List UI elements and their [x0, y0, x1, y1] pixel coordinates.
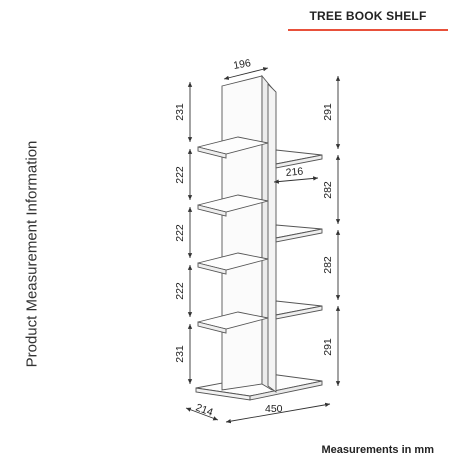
dimension-lines	[185, 67, 341, 424]
base-side	[249, 380, 323, 401]
dim-left-height: 231	[174, 345, 186, 363]
divider-face	[267, 82, 277, 393]
dim-base-width: 450	[265, 403, 283, 415]
dim-right-height: 291	[322, 338, 334, 356]
dim-shelf-width: 216	[285, 165, 304, 178]
dim-right-height: 282	[322, 181, 334, 199]
dim-left-height: 222	[174, 282, 186, 300]
measurement-unit-note: Measurements in mm	[321, 444, 434, 456]
dim-base-depth: 214	[194, 402, 215, 419]
title-underline	[288, 29, 448, 31]
dim-left-height: 231	[174, 103, 186, 121]
dim-left-height: 222	[174, 224, 186, 242]
dim-left-height: 222	[174, 166, 186, 184]
dim-right-height: 291	[322, 103, 334, 121]
back-panel	[221, 75, 263, 391]
bookshelf-illustration	[195, 74, 323, 401]
product-title: TREE BOOK SHELF	[309, 9, 427, 23]
dim-top-width: 196	[232, 57, 251, 72]
dim-right-height: 282	[322, 256, 334, 274]
dimension-labels: 196 231 222 222 222 231 291 282 282 291 …	[174, 57, 334, 419]
